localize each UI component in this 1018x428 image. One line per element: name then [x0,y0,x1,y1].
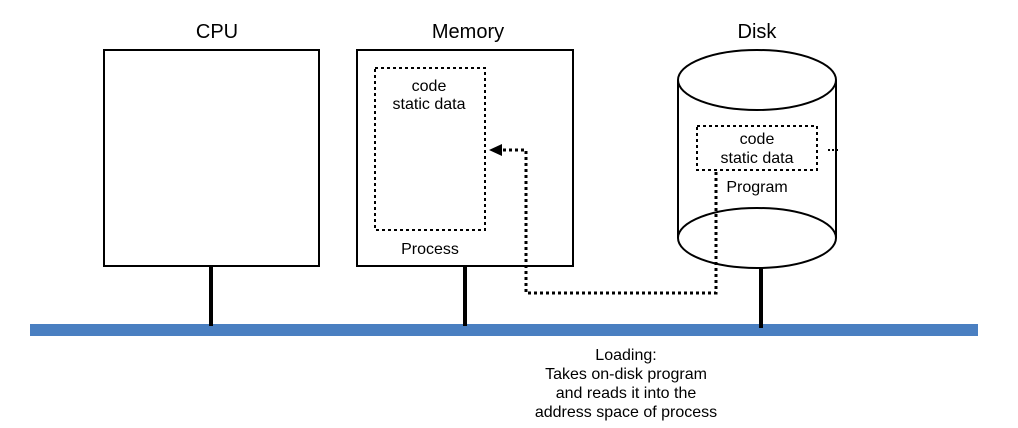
memory-box [356,49,574,267]
disk-segment-static-data: static data [721,150,794,167]
memory-label: Memory [432,21,504,43]
disk-bottom-ellipse [677,207,837,269]
disk-top-ellipse [677,49,837,111]
disk-segment-code: code [740,131,775,148]
memory-process-label: Process [401,241,459,258]
loading-caption: Loading: Takes on-disk program and reads… [535,347,717,421]
disk-program-label: Program [726,179,787,196]
memory-process-segment [374,67,486,231]
disk-program-segment [696,125,818,171]
caption-line-2: Takes on-disk program [545,366,707,383]
memory-segment-static-data: static data [393,96,466,113]
disk-label: Disk [738,21,778,43]
disk-component: Disk code static data Program [677,21,840,328]
load-path-arrow [502,148,718,295]
caption-line-4: address space of process [535,404,717,421]
memory-segment-code: code [412,78,447,95]
caption-line-3: and reads it into the [556,385,697,402]
system-bus [30,324,978,336]
cpu-component: CPU [103,21,320,326]
cpu-label: CPU [196,21,238,43]
memory-component: Memory code static data Process [356,21,574,326]
cpu-box [103,49,320,267]
caption-line-1: Loading: [595,347,656,364]
load-path-arrowhead [489,144,502,156]
